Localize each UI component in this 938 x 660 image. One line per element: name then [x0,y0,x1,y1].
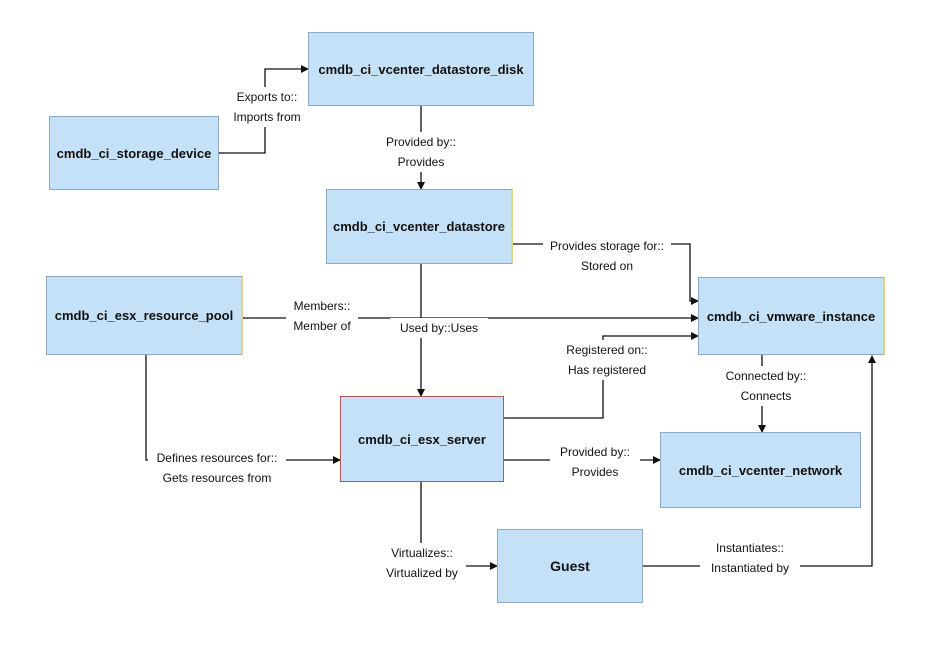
node-datastore[interactable]: cmdb_ci_vcenter_datastore [326,189,513,264]
label-virtualizes-line1: Virtualizes:: [391,546,453,560]
label-connected-line2: Connects [740,389,792,403]
label-exports-line2: Imports from [233,110,301,124]
node-vmware-instance[interactable]: cmdb_ci_vmware_instance [698,277,885,355]
label-provides-storage-line2: Stored on [580,259,634,273]
label-provided-by-network: Provided by:: Provides [550,442,640,482]
label-provided-by-network-line2: Provides [571,465,619,479]
label-members: Members:: Member of [286,296,358,336]
label-provided-by-disk: Provided by:: Provides [378,132,464,172]
label-provided-by-disk-line1: Provided by:: [385,135,457,149]
label-instantiates-line2: Instantiated by [710,561,790,575]
node-resource-pool[interactable]: cmdb_ci_esx_resource_pool [46,276,243,355]
label-exports-line1: Exports to:: [236,90,298,104]
label-provided-by-network-line1: Provided by:: [559,445,631,459]
label-members-line2: Member of [293,319,351,333]
node-storage-device[interactable]: cmdb_ci_storage_device [49,116,219,190]
label-used-by: Used by::Uses [390,318,488,338]
label-instantiates-line1: Instantiates:: [715,541,785,555]
label-registered-line2: Has registered [567,363,647,377]
label-defines-resources: Defines resources for:: Gets resources f… [148,448,286,488]
label-registered-line1: Registered on:: [566,343,648,357]
label-connected-line1: Connected by:: [725,369,807,383]
label-registered: Registered on:: Has registered [560,340,654,380]
label-provides-storage-line1: Provides storage for:: [549,239,665,253]
label-provided-by-disk-line2: Provides [397,155,445,169]
label-virtualizes-line2: Virtualized by [386,566,458,580]
label-members-line1: Members:: [293,299,351,313]
edge-defines-resources [142,348,341,464]
node-vcenter-network[interactable]: cmdb_ci_vcenter_network [660,432,861,508]
node-datastore-disk[interactable]: cmdb_ci_vcenter_datastore_disk [308,32,534,106]
label-virtualizes: Virtualizes:: Virtualized by [378,543,466,583]
label-defines-resources-line1: Defines resources for:: [156,451,278,465]
label-defines-resources-line2: Gets resources from [162,471,272,485]
label-instantiates: Instantiates:: Instantiated by [700,538,800,578]
node-guest[interactable]: Guest [497,529,643,603]
label-connected: Connected by:: Connects [718,366,814,406]
label-exports: Exports to:: Imports from [227,87,307,127]
node-esx-server[interactable]: cmdb_ci_esx_server [340,396,504,482]
label-provides-storage: Provides storage for:: Stored on [543,236,671,276]
